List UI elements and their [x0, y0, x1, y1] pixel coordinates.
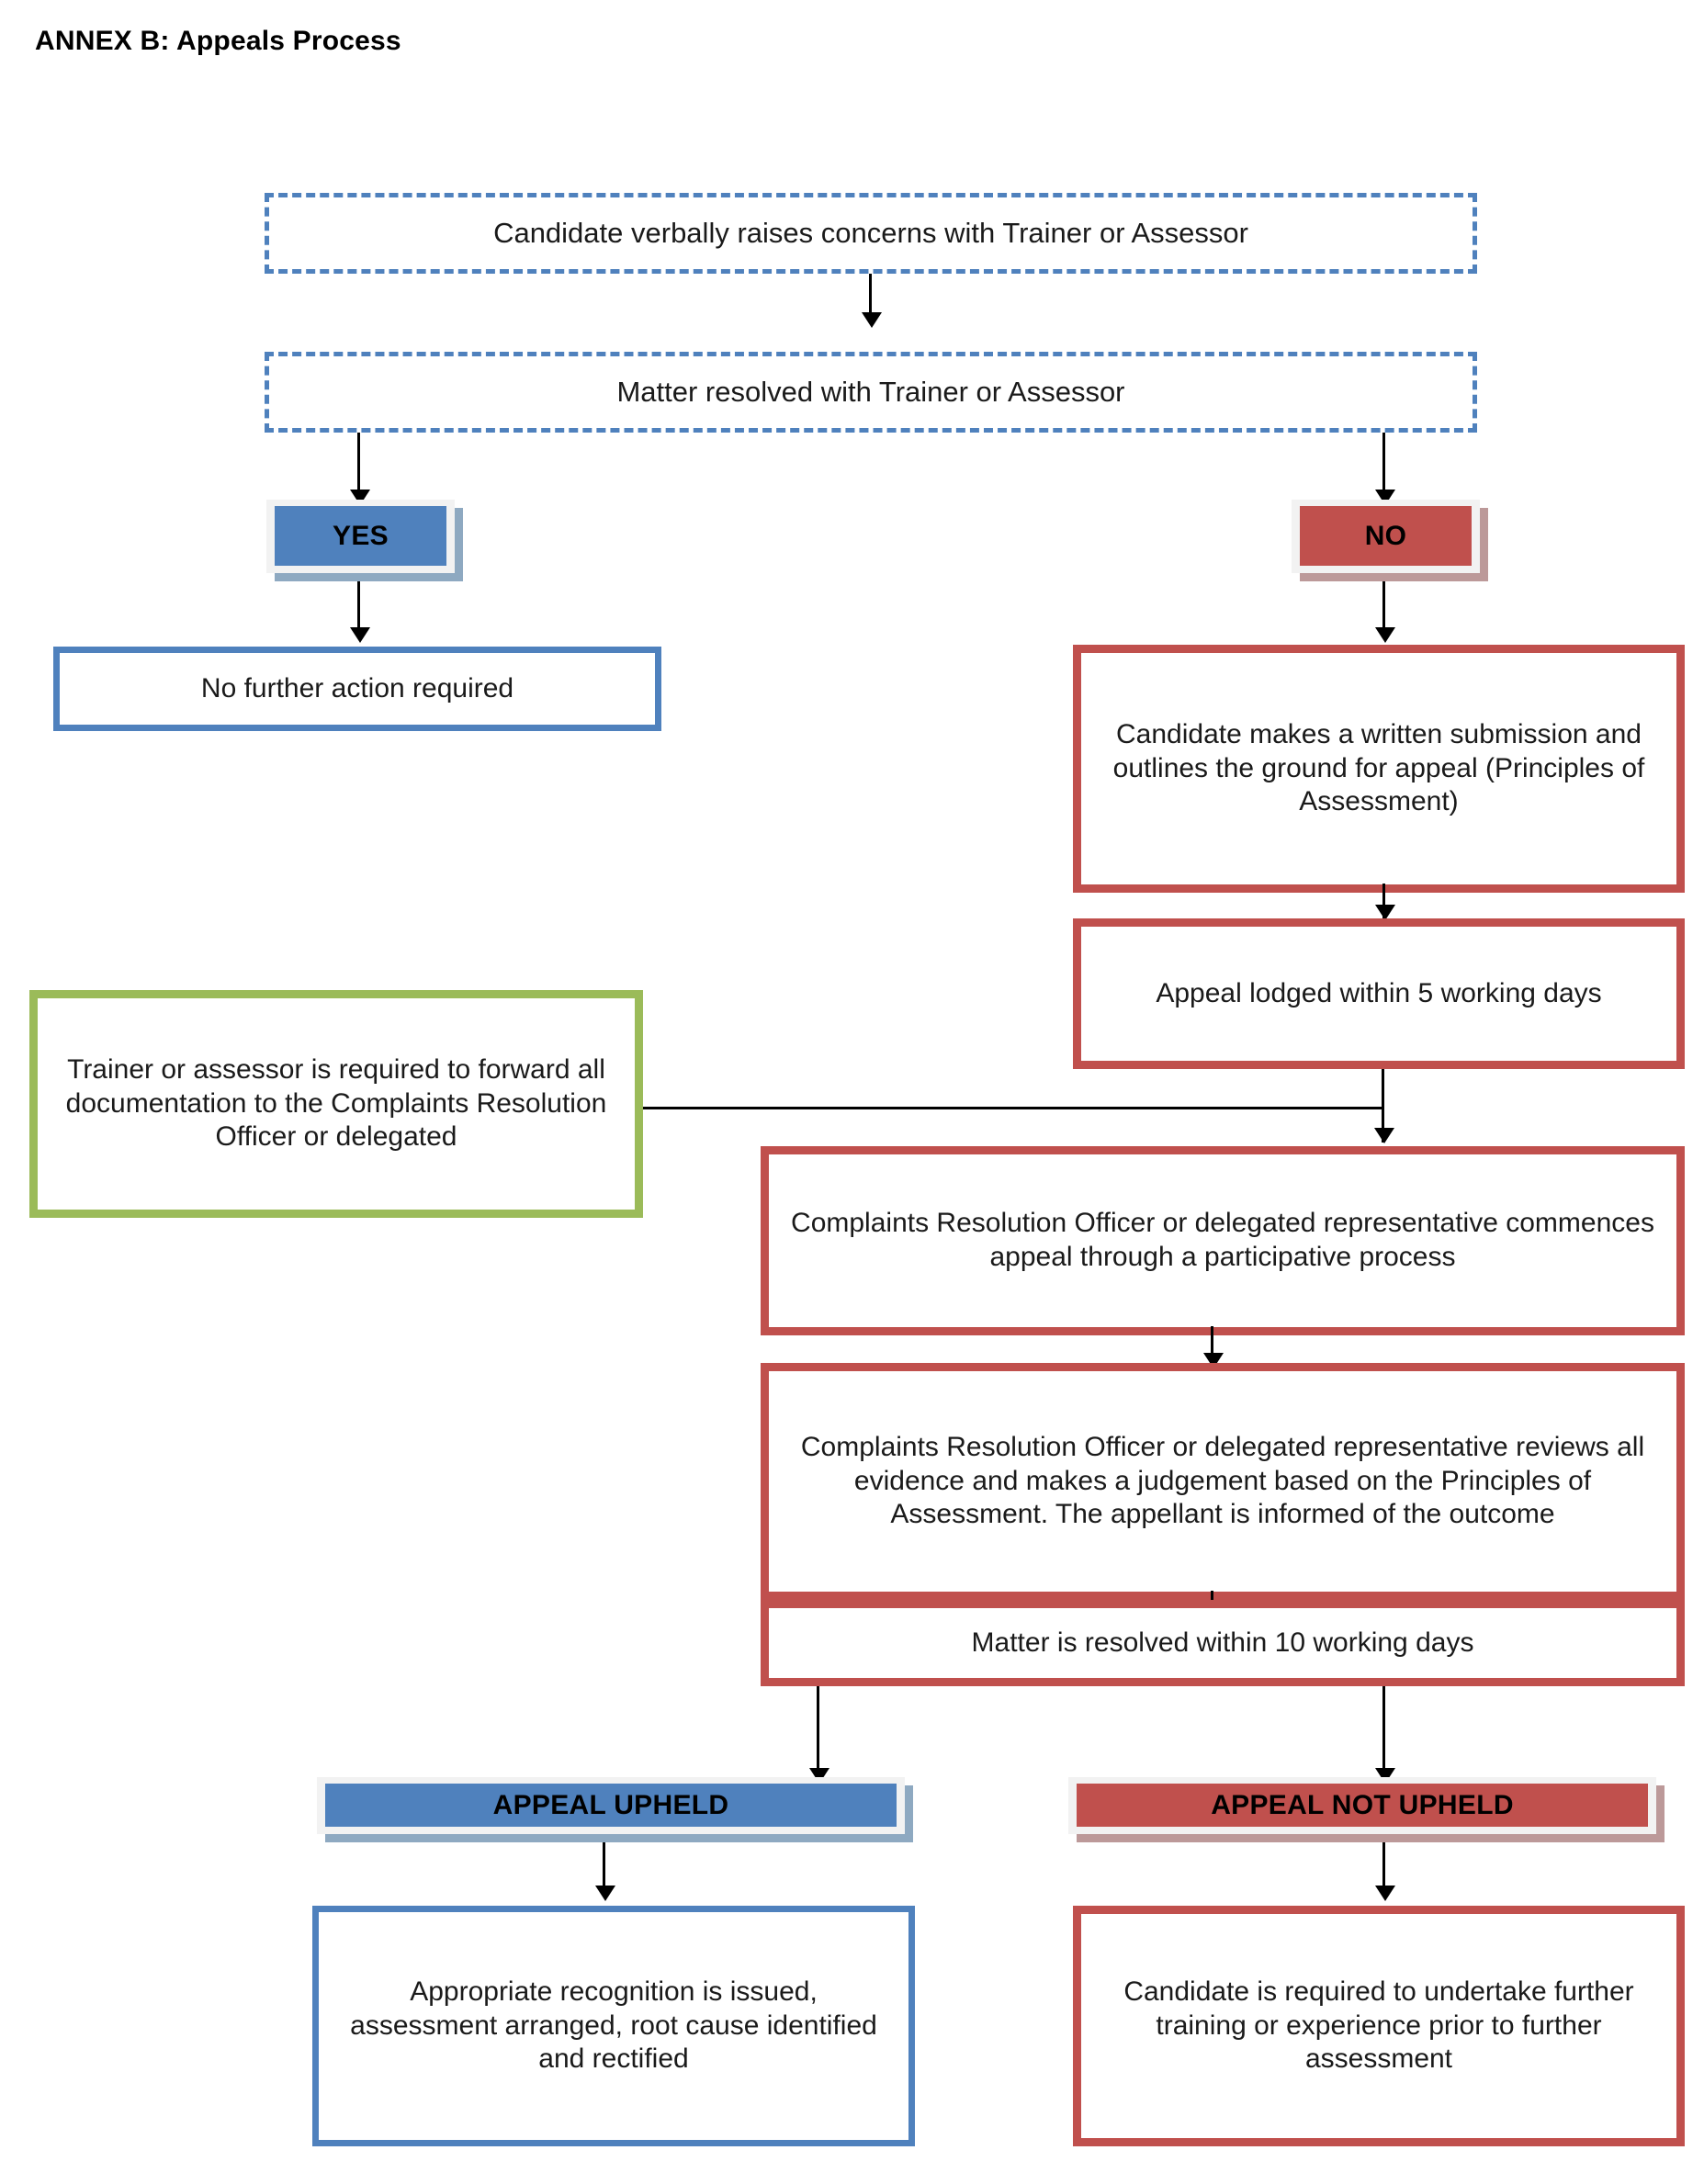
edge-submission-to-lodged-arrow [1375, 905, 1395, 920]
edge-not-upheld-to-training-arrow [1375, 1886, 1395, 1901]
node-further-training: Candidate is required to undertake furth… [1073, 1906, 1685, 2146]
node-matter-resolved-label: Matter resolved with Trainer or Assessor [616, 376, 1125, 409]
edge-upheld-to-recognition-arrow [595, 1886, 615, 1901]
node-forward-documentation: Trainer or assessor is required to forwa… [29, 990, 643, 1218]
banner-appeal-not-upheld-shadow-right [1656, 1785, 1665, 1842]
banner-appeal-not-upheld: APPEAL NOT UPHELD [1068, 1777, 1665, 1842]
edge-lodged-to-commences-line [1382, 1069, 1384, 1143]
edge-lodged-to-commences-arrow [1374, 1128, 1394, 1143]
edge-not-upheld-to-training-line [1382, 1842, 1385, 1894]
edge-verbal-to-matter-arrow [862, 312, 882, 328]
node-written-submission-label: Candidate makes a written submission and… [1112, 719, 1645, 817]
banner-no-label: NO [1300, 506, 1472, 566]
node-further-training-label: Candidate is required to undertake furth… [1123, 1976, 1634, 2075]
banner-appeal-upheld-shadow-bottom [325, 1834, 913, 1842]
edge-matter-to-yes-line [357, 433, 360, 497]
banner-no-shadow-bottom [1300, 573, 1488, 581]
node-appeal-lodged-label: Appeal lodged within 5 working days [1156, 977, 1602, 1008]
node-matter-resolved: Matter resolved with Trainer or Assessor [265, 352, 1477, 433]
edge-upheld-to-recognition-line [603, 1842, 605, 1894]
edge-tenday-to-not-upheld-line [1382, 1686, 1385, 1776]
edge-submission-to-lodged-line [1382, 884, 1385, 918]
node-verbal-concerns: Candidate verbally raises concerns with … [265, 193, 1477, 274]
edge-matter-to-no-line [1382, 433, 1385, 497]
node-reviews-evidence: Complaints Resolution Officer or delegat… [761, 1363, 1685, 1600]
node-no-further-action: No further action required [53, 647, 661, 731]
edge-yes-to-noaction-arrow [350, 627, 370, 643]
banner-appeal-not-upheld-shadow-bottom [1077, 1834, 1665, 1842]
node-no-further-action-label: No further action required [200, 672, 514, 704]
banner-yes-shadow-right [455, 508, 463, 581]
banner-yes-shadow-bottom [275, 573, 463, 581]
banner-appeal-upheld-shadow-right [905, 1785, 913, 1842]
banner-appeal-upheld-label: APPEAL UPHELD [325, 1784, 897, 1827]
edge-no-to-submission-line [1382, 581, 1385, 635]
edge-commences-to-reviews-line [1211, 1326, 1213, 1367]
node-recognition-issued-label: Appropriate recognition is issued, asses… [350, 1976, 877, 2075]
node-written-submission: Candidate makes a written submission and… [1073, 645, 1685, 893]
banner-appeal-not-upheld-label: APPEAL NOT UPHELD [1077, 1784, 1648, 1827]
node-commences-appeal-label: Complaints Resolution Officer or delegat… [791, 1208, 1654, 1272]
node-verbal-concerns-label: Candidate verbally raises concerns with … [493, 217, 1248, 250]
node-matter-resolved-10-days-label: Matter is resolved within 10 working day… [971, 1627, 1474, 1658]
edge-verbal-to-matter-line [869, 274, 872, 320]
banner-no: NO [1292, 500, 1488, 581]
node-reviews-evidence-label: Complaints Resolution Officer or delegat… [800, 1432, 1645, 1530]
node-matter-resolved-10-days: Matter is resolved within 10 working day… [761, 1600, 1685, 1686]
banner-appeal-upheld: APPEAL UPHELD [317, 1777, 913, 1842]
banner-no-shadow-right [1480, 508, 1488, 581]
edge-tenday-to-upheld-line [817, 1686, 819, 1776]
node-appeal-lodged: Appeal lodged within 5 working days [1073, 918, 1685, 1069]
edge-green-to-main-hline [643, 1107, 1383, 1109]
node-recognition-issued: Appropriate recognition is issued, asses… [312, 1906, 915, 2146]
node-forward-documentation-label: Trainer or assessor is required to forwa… [65, 1054, 607, 1153]
edge-yes-to-noaction-line [357, 581, 360, 635]
edge-no-to-submission-arrow [1375, 627, 1395, 643]
banner-yes: YES [266, 500, 463, 581]
banner-yes-label: YES [275, 506, 446, 566]
page-title: ANNEX B: Appeals Process [35, 26, 401, 56]
node-commences-appeal: Complaints Resolution Officer or delegat… [761, 1146, 1685, 1335]
